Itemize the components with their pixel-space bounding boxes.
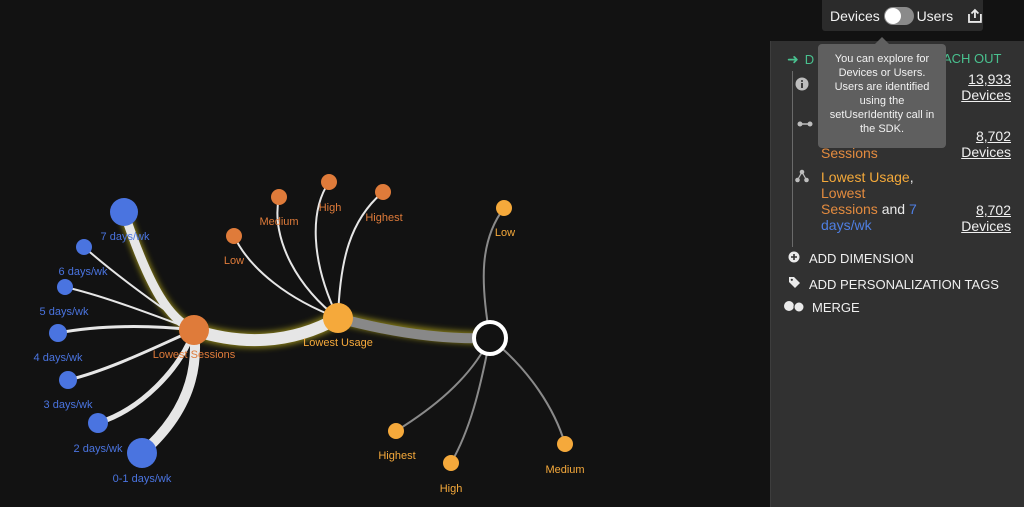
session-child-label-0-1days: 0-1 days/wk [113, 473, 172, 485]
session-child-node-5days[interactable] [57, 279, 73, 295]
sessions-node[interactable] [179, 315, 209, 345]
export-icon[interactable] [967, 8, 983, 24]
root-child-label-high: High [440, 483, 463, 495]
session-child-node-3days[interactable] [59, 371, 77, 389]
usage-child-node-medium[interactable] [271, 189, 287, 205]
segment-row-all: 13,933 Devices [795, 71, 1017, 105]
usage-child-label-highest: Highest [365, 212, 402, 224]
session-child-label-7days: 7 days/wk [101, 231, 150, 243]
reach-out-link[interactable]: ACH OUT [943, 51, 1002, 66]
usage-child-label-medium: Medium [259, 216, 298, 228]
segment-count-value[interactable]: 8,702 [975, 202, 1011, 218]
root-child-label-highest: Highest [378, 450, 415, 462]
users-toggle-label[interactable]: Users [916, 7, 954, 24]
sessions-node-label: Lowest Sessions [153, 349, 236, 361]
session-child-label-5days: 5 days/wk [40, 306, 89, 318]
usage-child-node-low[interactable] [226, 228, 242, 244]
branch-icon [797, 118, 813, 132]
usage-child-label-high: High [319, 202, 342, 214]
session-child-label-6days: 6 days/wk [59, 266, 108, 278]
network-icon [795, 169, 809, 183]
session-child-node-4days[interactable] [49, 324, 67, 342]
segment-row-sessions: Sessions 8,702 Devices [795, 121, 1017, 162]
segment-part-usage: Lowest Usage [821, 169, 910, 185]
add-personalization-tags-label: ADD PERSONALIZATION TAGS [809, 276, 999, 292]
segment-count-combined[interactable]: 8,702 Devices [961, 202, 1011, 234]
session-child-node-0-1days[interactable] [127, 438, 157, 468]
usage-child-label-low: Low [224, 255, 244, 267]
add-dimension-label: ADD DIMENSION [809, 251, 914, 266]
segment-desc-sessions: Sessions [821, 145, 878, 161]
usage-child-node-high[interactable] [321, 174, 337, 190]
add-personalization-tags-button[interactable]: ADD PERSONALIZATION TAGS [787, 276, 999, 292]
session-child-label-2days: 2 days/wk [74, 443, 123, 455]
add-dimension-button[interactable]: ADD DIMENSION [787, 251, 914, 266]
entity-switch[interactable] [883, 6, 914, 25]
merge-label: MERGE [812, 300, 860, 315]
merge-button[interactable]: MERGE [783, 300, 860, 315]
root-child-node-highest[interactable] [388, 423, 404, 439]
session-child-label-3days: 3 days/wk [44, 399, 93, 411]
segment-part-sessions: Lowest Sessions [821, 185, 878, 217]
session-child-node-6days[interactable] [76, 239, 92, 255]
devices-toggle-label[interactable]: Devices [830, 7, 880, 24]
root-child-label-medium: Medium [545, 464, 584, 476]
segment-count-unit[interactable]: Devices [961, 218, 1011, 234]
segment-desc-combined: Lowest Usage, Lowest Sessions and 7 days… [821, 169, 921, 233]
entity-tooltip: You can explore for Devices or Users. Us… [818, 37, 946, 148]
segment-count-all[interactable]: 13,933 Devices [961, 71, 1011, 103]
root-child-node-low[interactable] [496, 200, 512, 216]
segment-part-days: 7 days/wk [821, 201, 917, 233]
segment-count-value[interactable]: 8,702 [975, 128, 1011, 144]
switch-knob [884, 7, 901, 24]
merge-icon [783, 300, 805, 315]
session-child-label-4days: 4 days/wk [34, 352, 83, 364]
tag-icon [787, 276, 801, 292]
root-child-label-low: Low [495, 227, 515, 239]
root-node[interactable] [472, 320, 508, 356]
entity-toggle-bar: Devices Users [822, 0, 983, 31]
root-child-node-high[interactable] [443, 455, 459, 471]
segment-part-sep: , [909, 169, 914, 185]
plus-circle-icon [787, 251, 801, 266]
segment-count-unit[interactable]: Devices [961, 87, 1011, 103]
usage-child-node-highest[interactable] [375, 184, 391, 200]
segment-count-unit[interactable]: Devices [961, 144, 1011, 160]
segment-graph[interactable]: Low Highest High Medium Lowest Usage Low… [0, 0, 770, 507]
segment-row-combined: Lowest Usage, Lowest Sessions and 7 days… [795, 169, 1017, 235]
segment-part-and: and [877, 201, 909, 217]
arrow-right-icon: ➜ [787, 51, 799, 67]
info-icon [795, 77, 809, 91]
dimensions-header-label: D [804, 52, 815, 67]
tree-line [792, 71, 793, 247]
dimensions-header[interactable]: ➜ D [787, 51, 814, 68]
session-child-node-7days[interactable] [110, 198, 138, 226]
segment-count-sessions[interactable]: 8,702 Devices [961, 128, 1011, 160]
usage-node-label: Lowest Usage [303, 337, 373, 349]
segment-count-value[interactable]: 13,933 [968, 71, 1011, 87]
usage-node[interactable] [323, 303, 353, 333]
session-child-node-2days[interactable] [88, 413, 108, 433]
root-child-node-medium[interactable] [557, 436, 573, 452]
